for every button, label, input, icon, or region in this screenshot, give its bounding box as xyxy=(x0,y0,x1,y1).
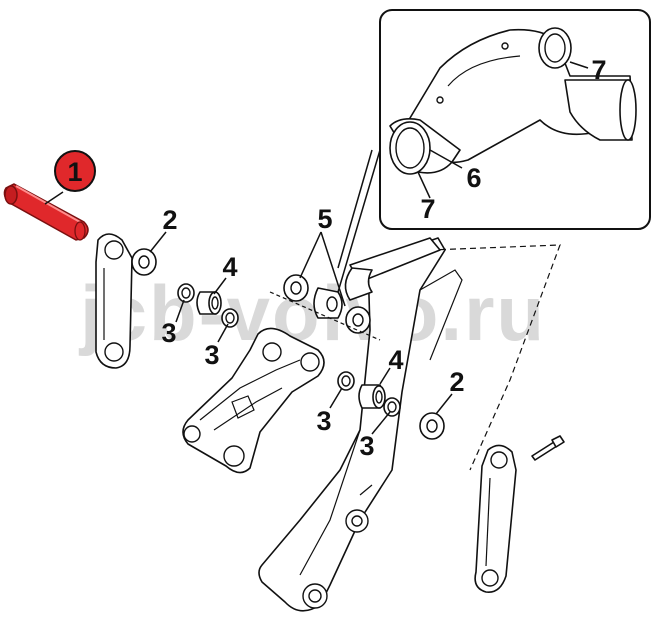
callout-2-upper: 2 xyxy=(162,205,177,235)
callout-3-d: 3 xyxy=(359,431,374,461)
callout-7-bottom: 7 xyxy=(420,194,435,224)
watermark: jcb-volvo.ru xyxy=(78,269,546,357)
bush-4-lower xyxy=(358,384,386,409)
callout-7-top: 7 xyxy=(591,55,606,85)
callout-3-c: 3 xyxy=(316,406,331,436)
seal-3-b xyxy=(221,308,239,328)
callout-4-lower: 4 xyxy=(388,345,403,375)
callout-2-lower: 2 xyxy=(449,367,464,397)
leader-lines xyxy=(149,61,589,435)
callout-3-a: 3 xyxy=(161,318,176,348)
cylinder-rod xyxy=(344,237,441,301)
right-link xyxy=(474,444,517,593)
seal-3-d xyxy=(383,397,401,417)
callout-5: 5 xyxy=(317,204,332,234)
callout-1: 1 xyxy=(44,150,96,205)
seal-3-c xyxy=(337,371,355,391)
pin-part-1 xyxy=(3,183,89,241)
seal-3-a xyxy=(177,283,195,303)
svg-text:1: 1 xyxy=(67,157,82,187)
h-link xyxy=(182,327,325,474)
dipper-arm xyxy=(258,237,561,612)
washer-2-upper xyxy=(131,248,157,276)
bolt xyxy=(531,435,565,461)
callout-6: 6 xyxy=(466,163,481,193)
washer-2-lower xyxy=(419,412,445,440)
bush-4-upper xyxy=(196,291,222,315)
detail-inset xyxy=(337,9,651,293)
cylinder-end-parts-5 xyxy=(269,274,381,341)
callout-4-upper: 4 xyxy=(222,252,237,282)
callout-3-b: 3 xyxy=(204,340,219,370)
left-link xyxy=(95,233,133,369)
